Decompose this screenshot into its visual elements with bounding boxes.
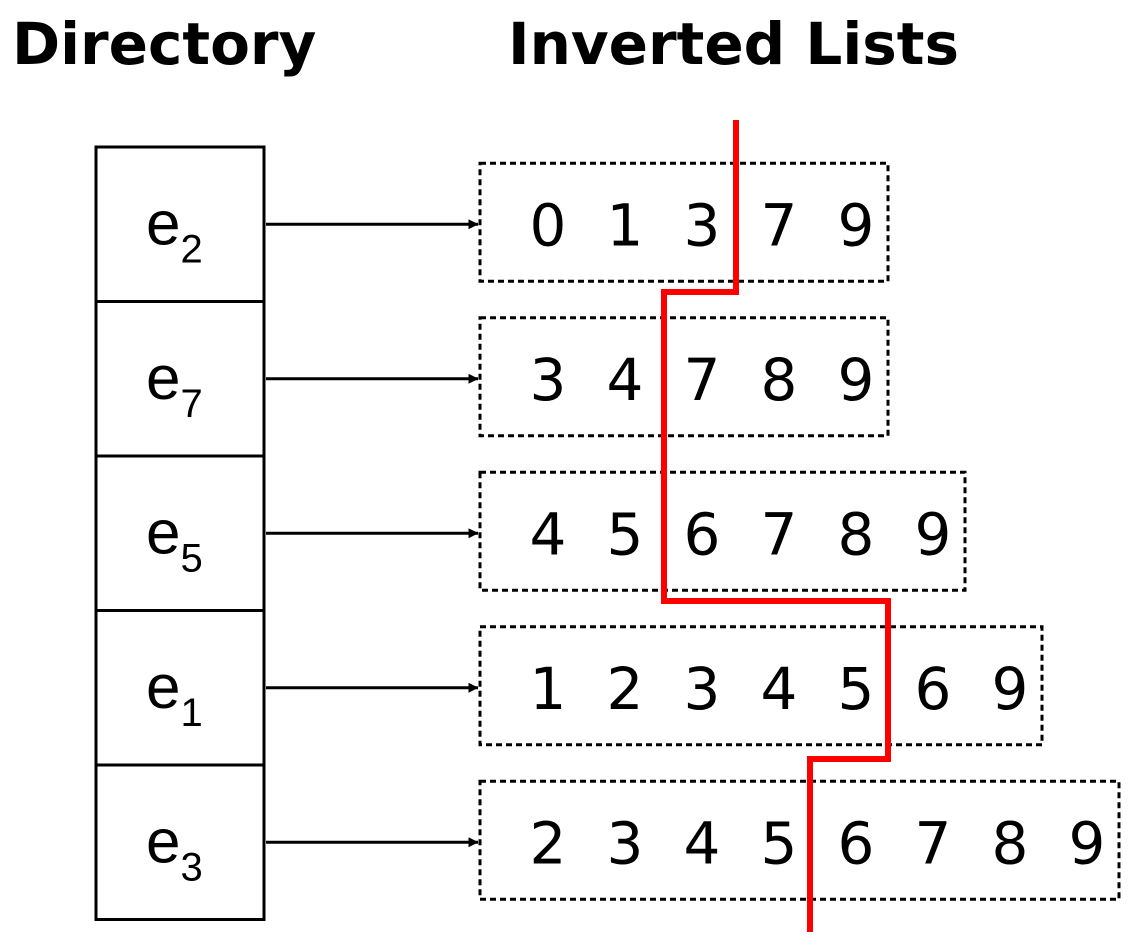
threshold-boundary-line bbox=[661, 120, 891, 932]
entry-subscript: 5 bbox=[180, 536, 202, 580]
list-value: 4 bbox=[607, 346, 644, 414]
list-value: 9 bbox=[915, 500, 952, 568]
entry-base: e bbox=[146, 653, 180, 722]
inverted-list-box bbox=[478, 161, 890, 283]
entry-subscript: 7 bbox=[180, 382, 202, 426]
entry-base: e bbox=[146, 344, 180, 413]
entry-base: e bbox=[146, 807, 180, 876]
directory-heading: Directory bbox=[12, 10, 316, 78]
inverted-lists-heading: Inverted Lists bbox=[508, 10, 959, 78]
inverted-list-box bbox=[478, 470, 967, 592]
list-value: 7 bbox=[761, 191, 798, 259]
list-value: 9 bbox=[992, 655, 1029, 723]
list-value: 1 bbox=[530, 655, 567, 723]
list-value: 2 bbox=[607, 655, 644, 723]
list-value: 3 bbox=[684, 191, 721, 259]
list-value: 4 bbox=[761, 655, 798, 723]
directory-cell bbox=[94, 763, 266, 921]
directory-entry-label: e5 bbox=[146, 498, 203, 580]
entry-subscript: 2 bbox=[180, 227, 202, 271]
entry-base: e bbox=[146, 189, 180, 258]
list-value: 1 bbox=[607, 191, 644, 259]
inverted-list-box bbox=[478, 625, 1044, 747]
list-value: 0 bbox=[530, 191, 567, 259]
list-value: 7 bbox=[761, 500, 798, 568]
directory-entry-label: e2 bbox=[146, 189, 203, 271]
list-value: 6 bbox=[838, 809, 875, 877]
list-value: 2 bbox=[530, 809, 567, 877]
list-value: 4 bbox=[530, 500, 567, 568]
directory-entry-label: e7 bbox=[146, 344, 203, 426]
entry-subscript: 3 bbox=[180, 845, 202, 889]
list-value: 5 bbox=[838, 655, 875, 723]
list-value: 8 bbox=[761, 346, 798, 414]
list-value: 3 bbox=[530, 346, 567, 414]
list-value: 8 bbox=[992, 809, 1029, 877]
directory-entry-label: e1 bbox=[146, 653, 203, 735]
entry-base: e bbox=[146, 498, 180, 567]
list-value: 9 bbox=[1069, 809, 1106, 877]
inverted-list-box bbox=[478, 316, 890, 438]
list-value: 6 bbox=[684, 500, 721, 568]
list-value: 4 bbox=[684, 809, 721, 877]
list-value: 9 bbox=[838, 346, 875, 414]
list-value: 7 bbox=[684, 346, 721, 414]
list-value: 3 bbox=[607, 809, 644, 877]
list-value: 5 bbox=[607, 500, 644, 568]
pointer-arrows bbox=[266, 219, 479, 848]
inverted-list-box bbox=[478, 779, 1121, 901]
list-value: 7 bbox=[915, 809, 952, 877]
list-value: 9 bbox=[838, 191, 875, 259]
entry-subscript: 1 bbox=[180, 691, 202, 735]
list-value: 8 bbox=[838, 500, 875, 568]
list-value: 6 bbox=[915, 655, 952, 723]
directory-entry-label: e3 bbox=[146, 807, 203, 889]
list-value: 3 bbox=[684, 655, 721, 723]
list-value: 5 bbox=[761, 809, 798, 877]
